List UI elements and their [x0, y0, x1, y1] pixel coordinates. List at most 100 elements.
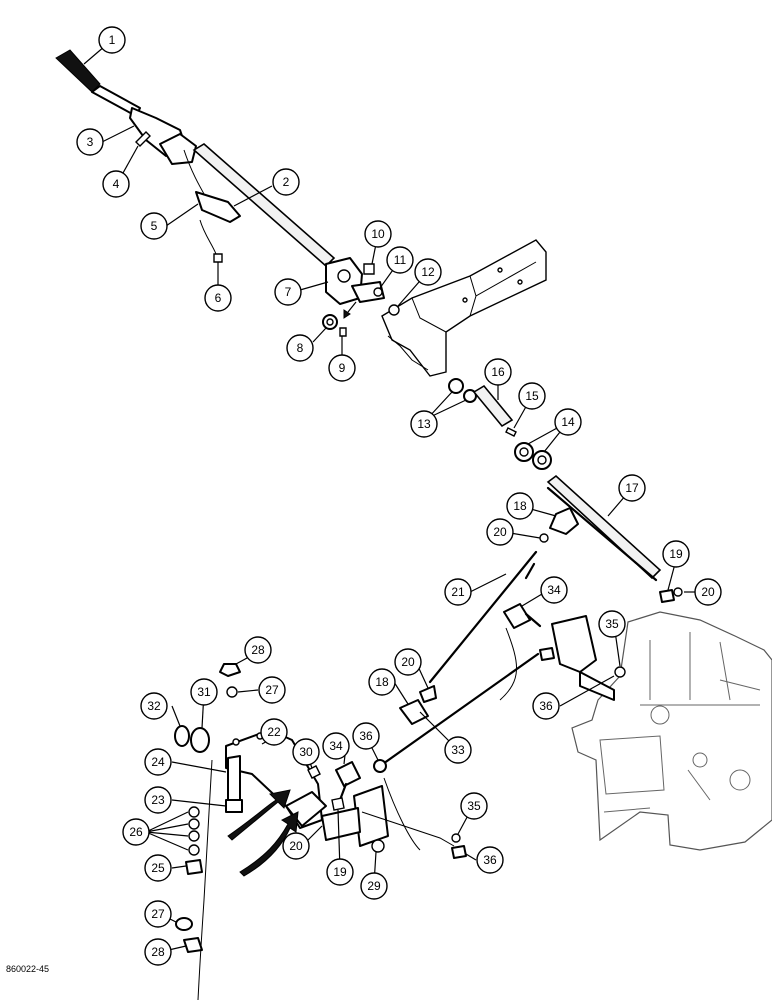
svg-text:22: 22 [267, 725, 281, 739]
shift-lever-knob [55, 49, 101, 93]
svg-text:25: 25 [151, 861, 165, 875]
washer-27b [175, 917, 193, 931]
svg-text:34: 34 [547, 583, 561, 597]
svg-text:19: 19 [333, 865, 347, 879]
callout-5: 5 [140, 212, 168, 240]
svg-text:33: 33 [451, 743, 465, 757]
svg-text:24: 24 [151, 755, 165, 769]
svg-text:11: 11 [394, 253, 407, 267]
callout-1: 1 [98, 26, 126, 54]
callout-18a: 18 [506, 492, 534, 520]
callout-33: 33 [444, 736, 472, 764]
ball-joint-34b [335, 761, 361, 802]
svg-text:10: 10 [371, 227, 385, 241]
callout-20c: 20 [394, 648, 422, 676]
svg-text:30: 30 [299, 745, 313, 759]
screw-6 [213, 253, 223, 263]
callout-36c: 36 [476, 846, 504, 874]
washer-20a [673, 587, 683, 597]
washer-35b [451, 833, 461, 843]
svg-text:21: 21 [451, 585, 465, 599]
callout-20a: 20 [694, 578, 722, 606]
washer-11 [373, 287, 383, 297]
svg-text:19: 19 [669, 547, 683, 561]
bellcrank-bracket [551, 615, 615, 701]
callout-15: 15 [518, 382, 546, 410]
shift-lever-rod [192, 143, 336, 268]
svg-text:27: 27 [265, 683, 279, 697]
nut-19a [659, 589, 675, 603]
callout-2: 2 [272, 168, 300, 196]
callout-27a: 27 [258, 676, 286, 704]
callout-32: 32 [140, 692, 168, 720]
pin-30 [307, 765, 321, 779]
callout-26: 26 [122, 818, 150, 846]
svg-text:20: 20 [401, 655, 415, 669]
callout-30: 30 [292, 738, 320, 766]
nut-36c [451, 845, 467, 859]
callout-9: 9 [328, 354, 356, 382]
washer-32 [174, 725, 190, 747]
callout-21: 21 [444, 578, 472, 606]
callout-20b: 20 [486, 518, 514, 546]
figure-reference-code: 860022-45 [6, 964, 50, 974]
svg-text:1: 1 [109, 33, 116, 47]
svg-text:15: 15 [525, 389, 539, 403]
pin-4 [135, 131, 151, 147]
svg-text:4: 4 [113, 177, 120, 191]
callout-12: 12 [414, 258, 442, 286]
svg-text:7: 7 [285, 285, 292, 299]
svg-text:27: 27 [151, 907, 165, 921]
ball-joint-34a [503, 603, 542, 629]
pin-15 [505, 427, 517, 437]
svg-text:9: 9 [339, 361, 346, 375]
svg-text:6: 6 [215, 291, 222, 305]
washer-20b [539, 533, 549, 543]
svg-text:26: 26 [129, 825, 143, 839]
svg-text:18: 18 [375, 675, 389, 689]
svg-text:20: 20 [493, 525, 507, 539]
nut-36b [373, 759, 387, 773]
svg-text:8: 8 [297, 341, 304, 355]
bolt-24 [227, 755, 241, 801]
svg-text:5: 5 [151, 219, 158, 233]
svg-text:17: 17 [625, 481, 639, 495]
nut-28b [183, 937, 203, 953]
svg-text:32: 32 [147, 699, 161, 713]
callout-25: 25 [144, 854, 172, 882]
phantom-lines [197, 759, 455, 1000]
callout-36a: 36 [532, 692, 560, 720]
svg-text:34: 34 [329, 739, 343, 753]
callout-34a: 34 [540, 576, 568, 604]
svg-text:29: 29 [367, 879, 381, 893]
assembly-arrows [227, 789, 299, 877]
svg-text:20: 20 [701, 585, 715, 599]
bushing-13 [448, 378, 477, 403]
rod-16 [472, 384, 514, 428]
ball-joint-18a [549, 507, 579, 535]
svg-text:12: 12 [421, 265, 435, 279]
rod-33 [378, 627, 540, 768]
svg-text:18: 18 [513, 499, 527, 513]
callout-36b: 36 [352, 722, 380, 750]
svg-text:2: 2 [283, 175, 290, 189]
callout-34b: 34 [322, 732, 350, 760]
mounting-bracket [381, 239, 547, 377]
shift-lever-upper [91, 85, 197, 165]
nut-12 [388, 304, 400, 316]
callout-35a: 35 [598, 610, 626, 638]
washer-35a [614, 666, 626, 678]
rod-21 [428, 550, 538, 684]
nut-28a [219, 663, 241, 677]
washer-27a [226, 686, 238, 698]
callout-27b: 27 [144, 900, 172, 928]
callout-10: 10 [364, 220, 392, 248]
ball-joint-18b [399, 685, 437, 725]
callout-28b: 28 [144, 938, 172, 966]
yokes-14 [514, 442, 552, 470]
svg-text:3: 3 [87, 135, 94, 149]
svg-text:20: 20 [289, 839, 303, 853]
svg-text:36: 36 [359, 729, 373, 743]
svg-text:36: 36 [483, 853, 497, 867]
